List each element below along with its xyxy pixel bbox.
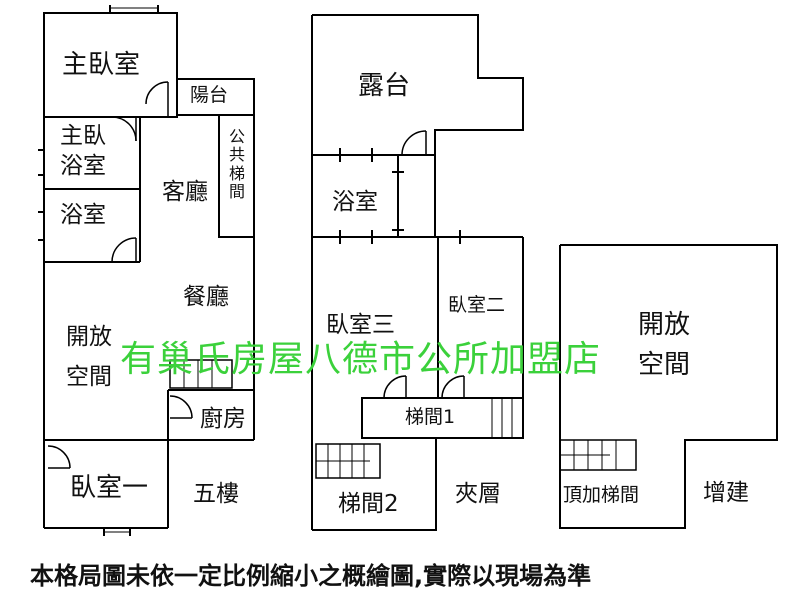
- room-master-bath-line1: 主臥: [60, 123, 106, 149]
- room-roof-stairs: 頂加梯間: [563, 484, 640, 506]
- room-stairs1: 梯間1: [405, 406, 456, 428]
- floor-label-fifth: 五樓: [193, 481, 239, 507]
- scale-disclaimer: 本格局圖未依一定比例縮小之概繪圖,實際以現場為準: [30, 562, 592, 590]
- room-roof-open-space-line2: 空間: [638, 350, 691, 380]
- room-dining: 餐廳: [183, 284, 229, 310]
- room-open-space-line2: 空間: [66, 364, 112, 390]
- room-stairs2: 梯間2: [338, 491, 399, 517]
- room-bedroom3: 臥室三: [326, 312, 395, 338]
- public-stairs-char-3: 梯: [228, 163, 245, 183]
- room-bathroom: 浴室: [60, 202, 106, 228]
- public-stairs-char-4: 間: [228, 182, 245, 202]
- public-stairs-char-1: 公: [228, 127, 245, 146]
- room-bedroom1: 臥室一: [70, 473, 149, 503]
- fifth-floor-walls: [38, 5, 255, 536]
- rooftop-walls: [559, 244, 778, 529]
- room-open-space-line1: 開放: [66, 324, 112, 350]
- floor-label-mezzanine: 夾層: [455, 481, 501, 507]
- room-extension: 增建: [703, 480, 749, 506]
- room-master-bedroom: 主臥室: [62, 50, 141, 80]
- public-stairs-char-2: 共: [228, 145, 245, 165]
- room-kitchen: 廚房: [200, 406, 246, 432]
- room-terrace: 露台: [358, 71, 411, 101]
- room-living: 客廳: [162, 179, 208, 205]
- room-balcony: 陽台: [190, 84, 229, 106]
- room-bedroom2: 臥室二: [448, 294, 506, 316]
- agency-watermark: 有巢氏房屋八德市公所加盟店: [120, 339, 602, 380]
- room-master-bath-line2: 浴室: [60, 153, 106, 179]
- mezzanine-walls: [311, 14, 524, 531]
- room-mezz-bathroom: 浴室: [332, 189, 378, 215]
- room-roof-open-space-line1: 開放: [638, 310, 691, 340]
- room-public-stairs: 公 共 梯 間: [228, 127, 246, 202]
